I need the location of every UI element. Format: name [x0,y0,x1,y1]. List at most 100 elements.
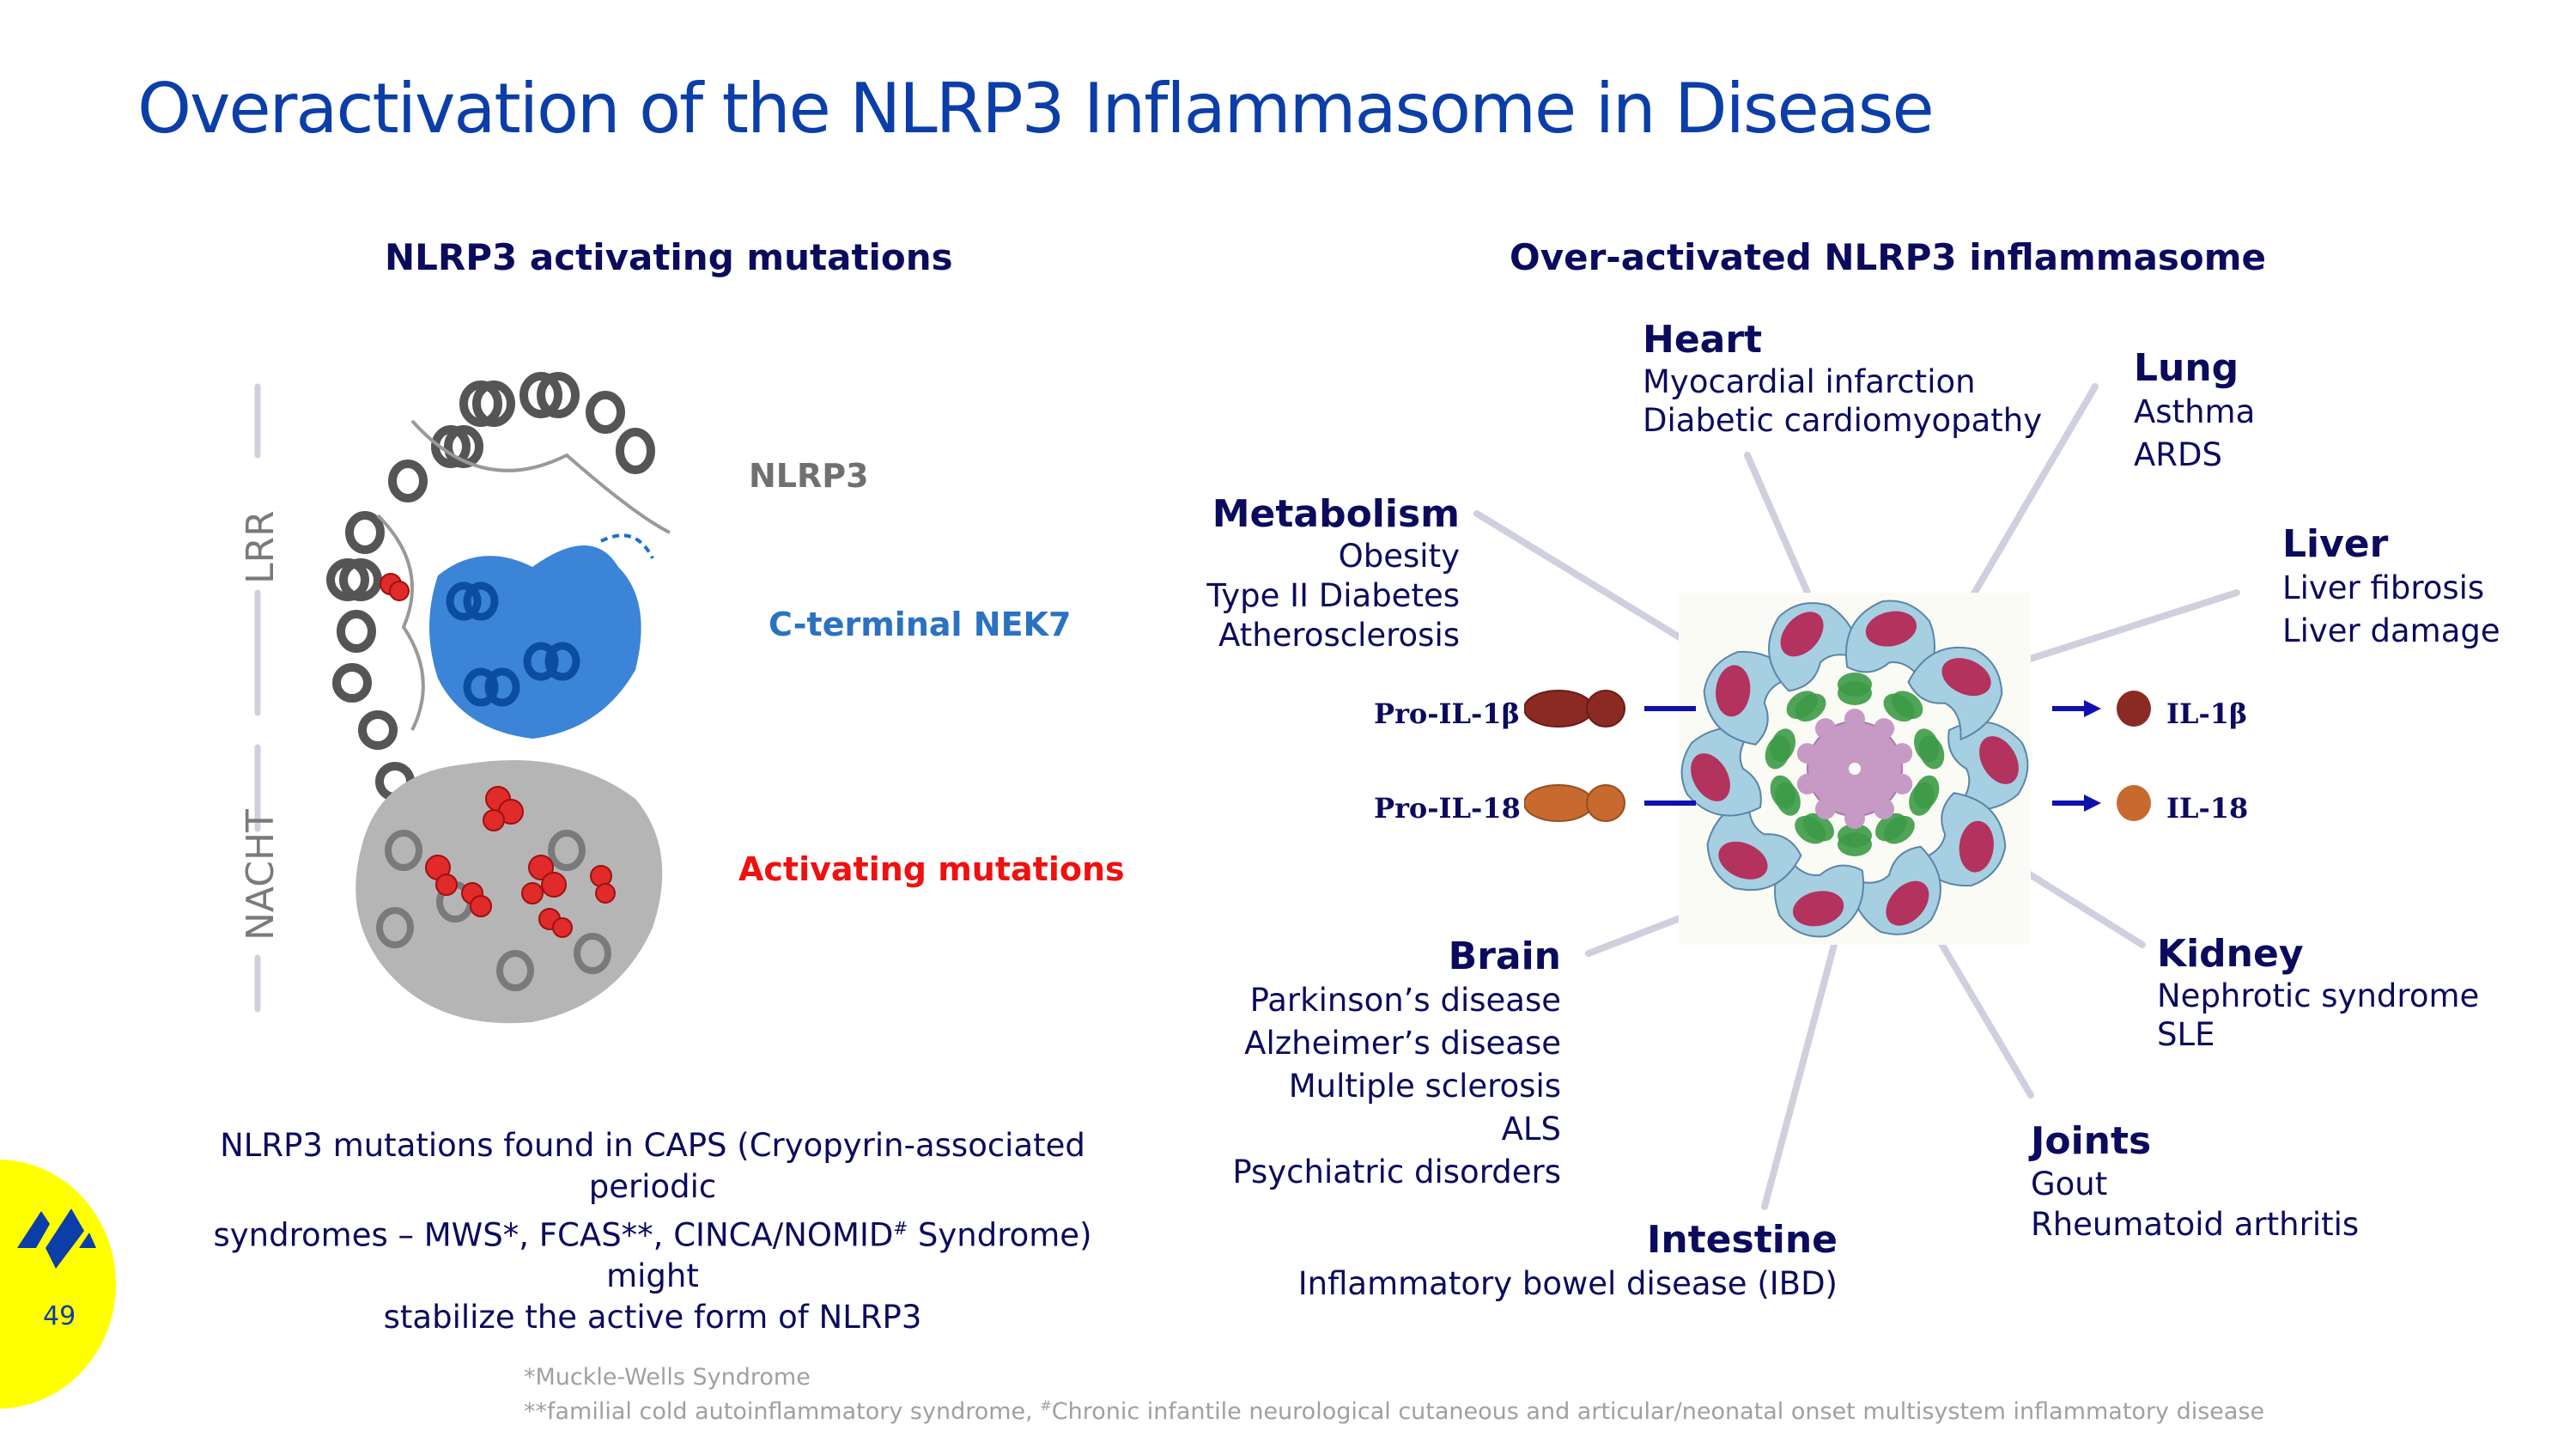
left-panel-heading: NLRP3 activating mutations [385,236,953,278]
organ-heart: Heart Myocardial infarction Diabetic car… [1643,318,2042,440]
asc-unit [1909,782,1935,816]
connector-lung [1959,383,2099,618]
nek7-label: C-terminal NEK7 [769,606,1072,643]
disease-item: Inflammatory bowel disease (IBD) [1297,1265,1838,1302]
pro-il1b-icon [1524,690,1696,728]
pro-il1b-label: Pro-IL-1β [1374,697,1520,730]
caspase-unit [1796,743,1818,764]
asc-unit [1802,813,1834,842]
caspase-unit [1844,709,1865,729]
nlrp3-subunit [1947,721,2029,811]
disease-item: Myocardial infarction [1643,363,1976,400]
disease-item: SLE [2157,1016,2215,1053]
nlrp3-nek7-structure-illustration [326,372,671,1024]
caption-line: NLRP3 mutations found in CAPS (Cryopyrin… [220,1127,1085,1205]
caspase-unit [1892,773,1913,795]
caspase-unit [1814,718,1836,740]
asc-unit [1775,782,1801,816]
nlrp3-effector-domain [1886,880,1929,926]
organ-joints: Joints Gout Rheumatoid arthritis [2031,1119,2359,1245]
organ-name: Intestine [1646,1218,1838,1262]
organ-name: Brain [1448,935,1561,978]
il18-label: IL-18 [2166,792,2249,825]
nlrp3-subunit [1703,650,1796,746]
page-number: 49 [43,1301,76,1331]
mutation-spheres [380,573,616,938]
disease-item: ARDS [2134,436,2222,473]
nek7-domain [429,533,654,739]
nlrp3-effector-domain [1979,736,2019,784]
nlrp3-effector-domain [1865,611,1917,647]
nlrp3-ring [1680,600,2029,938]
nlrp3-label: NLRP3 [749,457,869,495]
organ-metabolism: Metabolism Obesity Type II Diabetes Athe… [1206,492,1460,655]
connector-liver [2019,589,2240,665]
disease-item: Type II Diabetes [1206,577,1460,614]
organ-kidney: Kidney Nephrotic syndrome SLE [2157,932,2479,1054]
disease-item: Liver damage [2282,612,2500,649]
asc-unit [1875,813,1907,842]
caspase-unit [1844,808,1865,829]
organ-brain: Brain Parkinson’s disease Alzheimer’s di… [1232,935,1561,1194]
organ-name: Lung [2134,346,2239,390]
disease-item: ALS [1501,1111,1561,1148]
disease-item: Alzheimer’s disease [1244,1025,1561,1062]
pro-il18-label: Pro-IL-18 [1374,792,1521,825]
footnote-mws: *Muckle-Wells Syndrome [524,1364,811,1391]
asc-unit [1838,673,1872,697]
inflammasome-illustration [1679,593,2031,945]
organ-name: Kidney [2157,932,2304,976]
lrr-loops [376,419,671,731]
caspase-unit [1796,773,1818,795]
organ-name: Metabolism [1212,492,1460,536]
nlrp3-effector-domain [1792,891,1844,927]
nlrp3-effector-domain [1691,753,1730,801]
caption-line: syndromes – MWS*, FCAS**, CINCA/NOMID# S… [213,1216,1092,1295]
nlrp3-subunit [1774,853,1864,938]
organ-lung: Lung Asthma ARDS [2134,346,2255,477]
asc-unit [1838,824,1872,848]
right-panel-heading: Over-activated NLRP3 inflammasome [1510,236,2267,278]
organ-liver: Liver Liver fibrosis Liver damage [2282,522,2500,653]
asc-unit [1892,691,1923,720]
disease-item: Nephrotic syndrome [2157,977,2480,1014]
nlrp3-subunit [1849,845,1941,935]
pro-il18-icon [1524,784,1696,822]
il1b-label: IL-1β [2166,697,2248,730]
connector-intestine [1761,928,1841,1210]
disease-item: Parkinson’s disease [1249,982,1561,1019]
caption-line: stabilize the active form of NLRP3 [383,1299,922,1336]
disease-item: Liver fibrosis [2282,569,2485,606]
organ-name: Heart [1643,318,1763,362]
connector-joints [1929,924,2034,1099]
disease-item: Asthma [2134,393,2256,430]
nlrp3-subunit [1680,727,1762,817]
nlrp3-subunit [1845,600,1935,685]
slide-title: Overactivation of the NLRP3 Inflammasome… [137,69,1935,149]
nlrp3-subunit [1768,602,1861,692]
caspase-unit [1874,718,1895,740]
caspase-unit [1814,798,1836,819]
organ-name: Joints [2031,1119,2152,1163]
footnote-fcas-cinca: **familial cold autoinflammatory syndrom… [524,1397,2265,1425]
activating-mutations-label: Activating mutations [738,850,1125,888]
disease-item: Diabetic cardiomyopathy [1643,402,2043,439]
organ-intestine: Intestine Inflammatory bowel disease (IB… [1298,1218,1838,1306]
nlrp3-subunit [1907,646,2003,741]
disease-item: Psychiatric disorders [1232,1154,1561,1190]
disease-item: Multiple sclerosis [1288,1068,1561,1105]
asc-unit [1765,735,1791,770]
connector-heart [1744,452,1811,596]
disease-item: Rheumatoid arthritis [2031,1206,2360,1243]
asc-ring [1765,673,1945,856]
organ-name: Liver [2282,522,2389,566]
disease-item: Gout [2031,1166,2108,1202]
nlrp3-effector-domain [1718,841,1768,880]
caspase-core [1796,709,1913,829]
caps-caption: NLRP3 mutations found in CAPS (Cryopyrin… [180,1125,1125,1338]
company-logo-icon [17,1209,96,1269]
il18-arrow-icon [2052,785,2151,821]
nlrp3-effector-domain [1780,612,1824,657]
domain-bracket [254,383,261,1013]
disease-item: Obesity [1338,538,1460,575]
